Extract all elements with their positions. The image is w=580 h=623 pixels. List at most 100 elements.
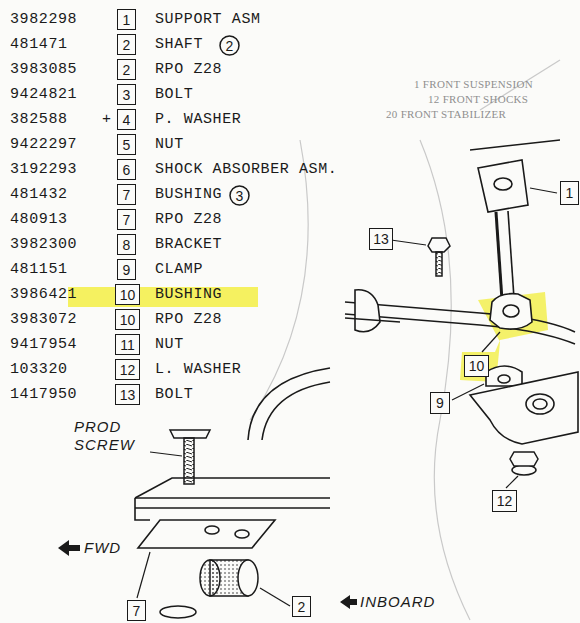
callout-number: 7 [117,184,136,205]
part-number: 9417954 [10,336,77,354]
callout-number: 1 [560,181,579,205]
part-name: CLAMP [155,261,203,279]
inboard-arrow [340,595,357,609]
callout-text: 1 [123,12,131,28]
callout-text: 6 [123,162,131,178]
callout-number: 7 [117,209,136,230]
callout-number: 2 [292,596,311,617]
callout-number: 10 [464,355,489,377]
callout-number: 2 [117,59,136,80]
part-name: BOLT [155,86,193,104]
bleed-text: 12 FRONT SHOCKS [428,93,528,106]
part-name: P. WASHER [155,111,241,129]
callout-text: 10 [120,287,136,303]
callout-text: 1 [566,185,574,201]
part-name: BRACKET [155,236,222,254]
frame-rail [135,368,330,548]
part-name: L. WASHER [155,361,241,379]
prod-screw [170,430,210,484]
callout-number: 3 [117,84,136,105]
part-name: SHOCK ABSORBER ASM. [155,161,337,179]
callout-text: 7 [133,603,141,619]
part-number: 481151 [10,261,68,279]
part-number: 480913 [10,211,68,229]
callout-number: 12 [492,490,517,512]
part-number: 481432 [10,186,68,204]
clamp [486,366,522,386]
part-number: 3986421 [10,286,77,304]
callout-text: 2 [298,599,306,615]
callout-number: 1 [117,9,136,30]
part-number: 3983085 [10,61,77,79]
highlight [68,287,258,307]
part-number: 103320 [10,361,68,379]
callout-text: 12 [497,493,513,509]
rubber-bushing [160,560,258,618]
callout-number: 8 [117,234,136,255]
fwd-arrow [58,540,80,556]
part-name: RPO Z28 [155,211,222,229]
callout-number: 7 [127,600,146,621]
part-number: 9422297 [10,136,77,154]
callout-text: 10 [120,312,136,328]
callout-number: 5 [117,134,136,155]
stabilizer-bar [345,290,575,344]
direction-label: INBOARD [360,593,435,611]
callout-text: 12 [120,362,136,378]
callout-text: 2 [123,37,131,53]
part-name: BOLT [155,386,193,404]
callout-number: 13 [115,384,140,405]
circled-quantity: 3 [229,185,250,206]
part-number: 3982298 [10,11,77,29]
callout-number: 4 [117,109,136,130]
callout-text: 10 [469,358,485,374]
part-name: SUPPORT ASM [155,11,261,29]
callout-text: 2 [123,62,131,78]
callout-text: 5 [123,137,131,153]
callout-text: 9 [123,262,131,278]
callout-text: 3 [123,87,131,103]
callout-text: 7 [123,212,131,228]
bleed-text: 1 FRONT SUSPENSION [414,78,533,91]
part-name: BUSHING [155,286,222,304]
part-name: SHAFT [155,36,203,54]
part-number: 3983072 [10,311,77,329]
callout-text: 13 [373,231,389,247]
bolt [428,238,450,276]
callout-text: 3 [236,188,244,204]
callout-text: 2 [226,38,234,54]
part-number: 3982300 [10,236,77,254]
callout-text: 9 [436,395,444,411]
part-name: BUSHING [155,186,222,204]
part-name: NUT [155,336,184,354]
leader-lines [137,188,557,606]
callout-number: 6 [117,159,136,180]
plus-mark: + [102,111,112,129]
part-number: 3192293 [10,161,77,179]
callout-text: 11 [120,337,135,353]
circled-quantity: 2 [219,35,240,56]
lower-arm [470,372,578,444]
part-number: 481471 [10,36,68,54]
part-number: 1417950 [10,386,77,404]
part-name: RPO Z28 [155,311,222,329]
note-label: PROD SCREW [74,418,148,454]
callout-number: 13 [369,228,393,250]
callout-number: 12 [115,359,140,380]
bushing [490,294,532,329]
callout-text: 4 [123,112,131,128]
callout-number: 11 [115,334,140,355]
part-name: RPO Z28 [155,61,222,79]
callout-text: 8 [123,237,131,253]
callout-number: 2 [117,34,136,55]
support-bracket [470,140,560,300]
bleed-text: 20 FRONT STABILIZER [386,108,506,121]
ghost-lines [250,60,560,620]
callout-number: 10 [115,309,140,330]
direction-label: FWD [84,539,121,557]
callout-number: 10 [115,284,140,305]
callout-number: 9 [117,259,136,280]
part-number: 9424821 [10,86,77,104]
callout-number: 9 [430,392,450,414]
nut-washer [510,452,538,475]
